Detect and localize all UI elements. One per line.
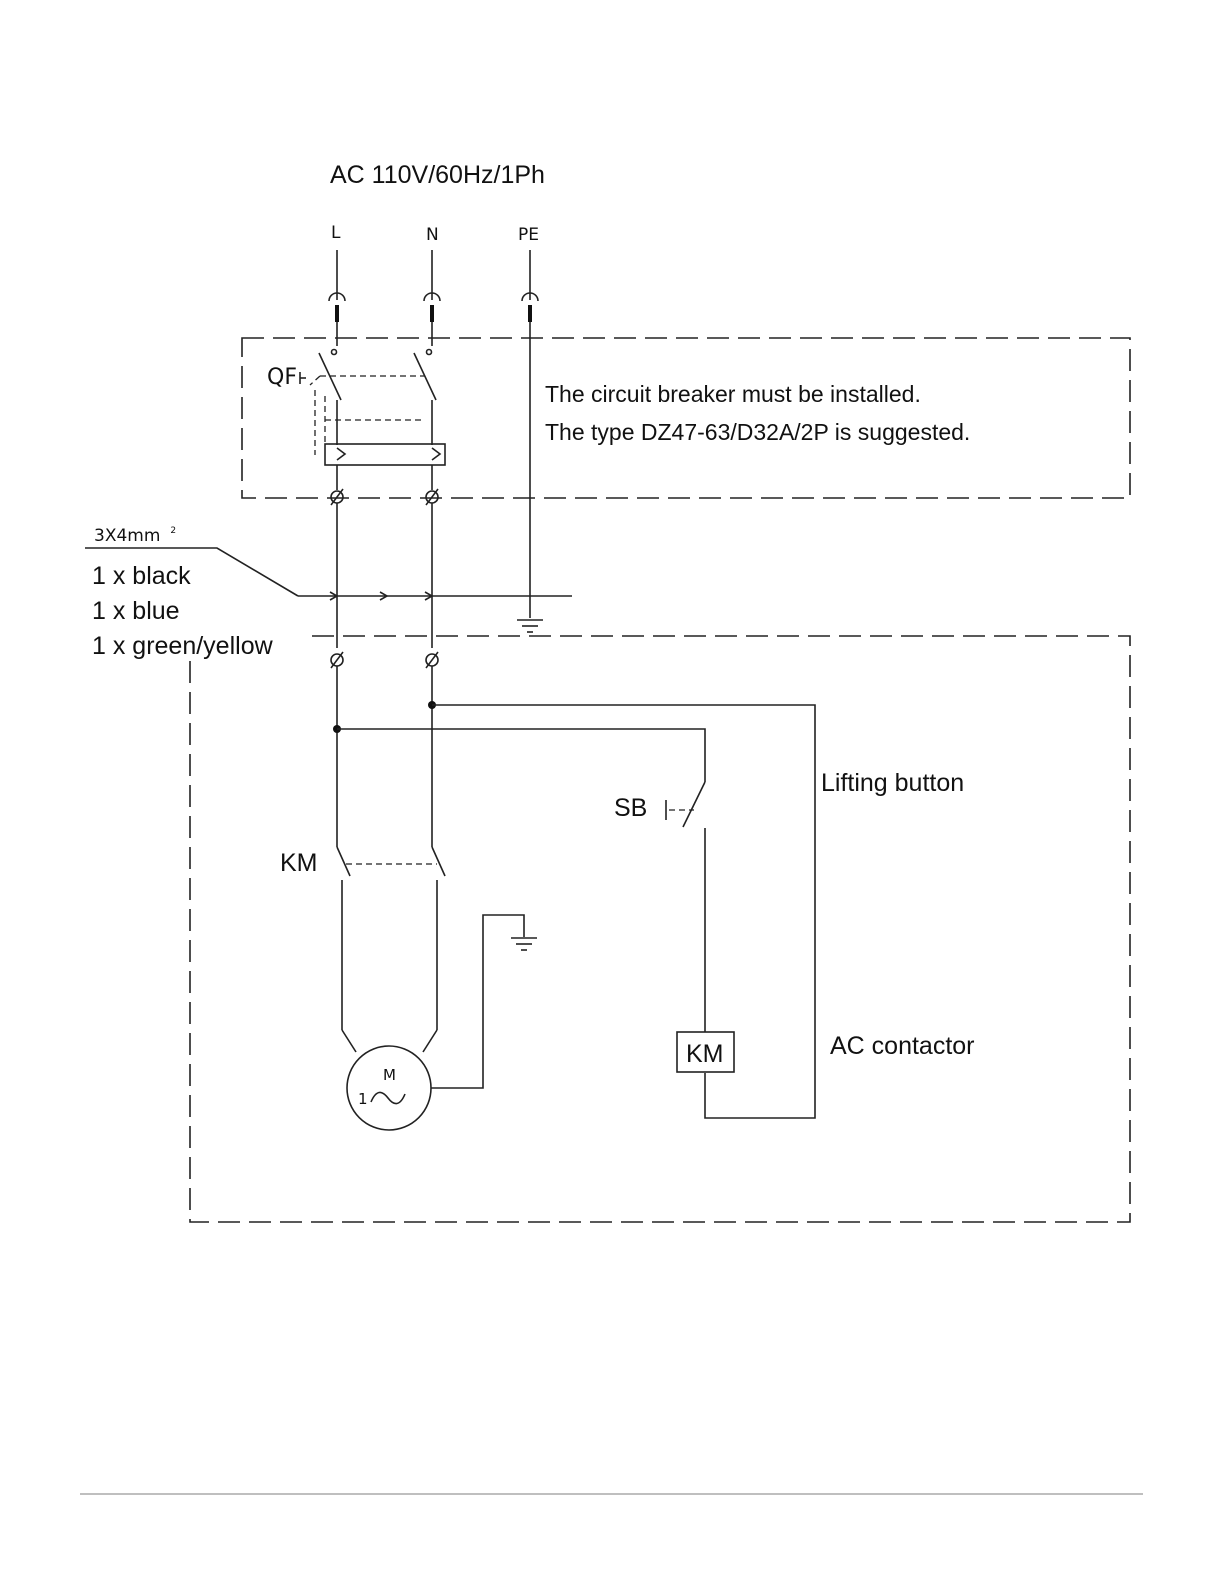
contactor-label: KM — [280, 849, 318, 877]
supply-title: AC 110V/60Hz/1Ph — [330, 161, 545, 189]
motor-label: M — [383, 1066, 396, 1084]
contactor-main-contacts — [337, 847, 445, 1052]
main-enclosure — [190, 636, 1130, 1222]
supply-plugs — [329, 250, 538, 322]
control-circuit — [337, 705, 815, 1118]
ground-icon — [517, 620, 543, 632]
button-description: Lifting button — [821, 769, 964, 797]
motor-terminals — [331, 652, 438, 668]
breaker-terminals — [331, 489, 438, 505]
terminal-label-l: L — [331, 223, 341, 243]
circuit-breaker-qf — [300, 322, 445, 490]
cable-spec-superscript: 2 — [170, 526, 176, 536]
contactor-description: AC contactor — [830, 1032, 975, 1060]
button-label: SB — [614, 794, 647, 822]
terminal-label-n: N — [426, 225, 439, 245]
breaker-note-line2: The type DZ47-63/D32A/2P is suggested. — [545, 419, 970, 445]
terminal-label-pe: PE — [518, 225, 539, 245]
contactor-coil-label: KM — [686, 1040, 724, 1068]
motor — [347, 915, 537, 1130]
breaker-enclosure — [242, 338, 1130, 498]
breaker-label: QF — [267, 365, 297, 390]
cable-wire-green-yellow: 1 x green/yellow — [92, 632, 274, 660]
cable-wire-blue: 1 x blue — [92, 597, 180, 625]
motor-phase: 1 — [358, 1090, 368, 1108]
breaker-note-line1: The circuit breaker must be installed. — [545, 381, 921, 407]
cable-wire-black: 1 x black — [92, 562, 191, 590]
ac-wave-icon — [371, 1092, 405, 1103]
